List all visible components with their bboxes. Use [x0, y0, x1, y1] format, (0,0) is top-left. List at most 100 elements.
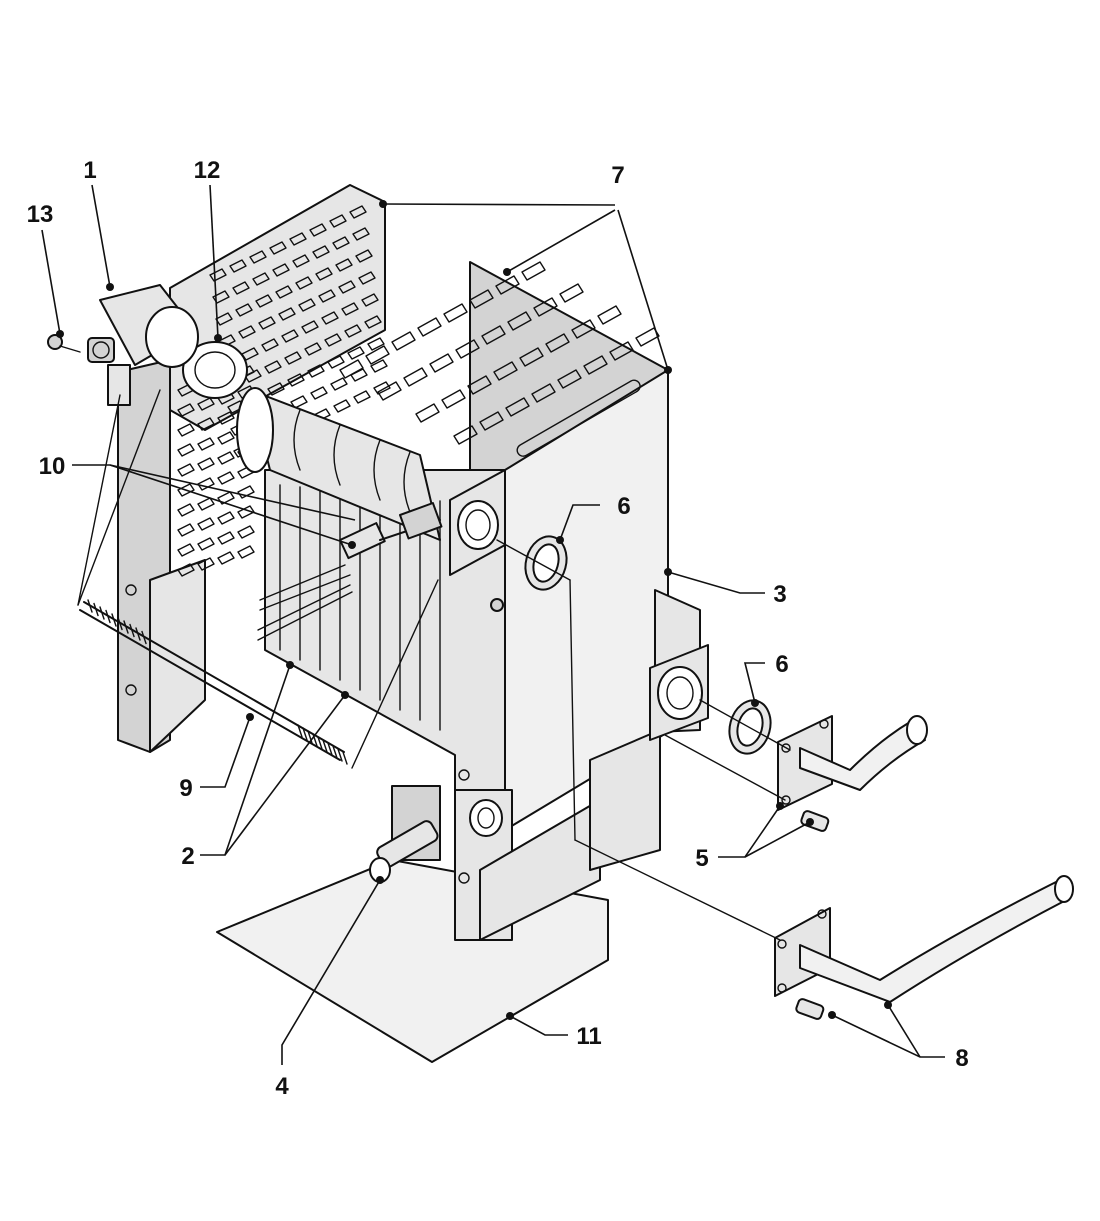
fin: [255, 294, 273, 308]
fin: [217, 431, 235, 445]
fin: [261, 338, 279, 352]
fin: [365, 345, 390, 365]
fin: [237, 525, 255, 539]
burner-tube: [182, 341, 441, 541]
fin: [197, 417, 215, 431]
fin: [321, 311, 339, 325]
fin: [533, 297, 558, 317]
callout-9: 9: [179, 775, 192, 802]
fin: [275, 285, 293, 299]
fin: [364, 315, 382, 329]
upper-pipe: [777, 715, 928, 832]
fin: [217, 551, 235, 565]
fin: [417, 317, 442, 337]
top-fin-rows: [339, 261, 660, 445]
fin: [358, 271, 376, 285]
fin: [310, 386, 328, 400]
fin: [287, 373, 305, 387]
fin: [347, 346, 365, 360]
fin: [339, 359, 364, 379]
fin: [217, 411, 235, 425]
fin: [583, 355, 608, 375]
fin: [341, 302, 359, 316]
fin: [443, 303, 468, 323]
callout-4: 4: [275, 1073, 289, 1100]
fin: [481, 325, 506, 345]
fin: [177, 503, 195, 517]
fin: [505, 397, 530, 417]
fin: [197, 557, 215, 571]
fin: [545, 333, 570, 353]
fin: [312, 245, 330, 259]
fin: [327, 355, 345, 369]
fin: [367, 337, 385, 351]
fin: [355, 249, 373, 263]
fin: [215, 312, 233, 326]
fin: [237, 485, 255, 499]
fin: [269, 241, 287, 255]
callout-10: 10: [39, 453, 66, 480]
fin: [333, 399, 351, 413]
fin: [301, 320, 319, 334]
fin: [177, 523, 195, 537]
fin: [519, 347, 544, 367]
fin: [344, 324, 362, 338]
fin: [349, 205, 367, 219]
front-section: [264, 261, 701, 941]
explosion-lines: [77, 389, 791, 941]
fin: [197, 457, 215, 471]
fin: [177, 463, 195, 477]
fin: [177, 543, 195, 557]
fin: [307, 364, 325, 378]
fin: [197, 537, 215, 551]
leader-lines: [41, 184, 945, 1065]
fin: [249, 250, 267, 264]
fin: [177, 483, 195, 497]
fin: [507, 311, 532, 331]
fin: [324, 333, 342, 347]
callout-12: 12: [194, 157, 221, 184]
fin: [531, 383, 556, 403]
callout-1: 1: [83, 157, 96, 184]
fin: [281, 329, 299, 343]
fin: [479, 411, 504, 431]
fin: [318, 289, 336, 303]
fin: [237, 545, 255, 559]
fin: [197, 397, 215, 411]
fin: [373, 381, 391, 395]
fin: [429, 353, 454, 373]
fin: [197, 477, 215, 491]
fin: [289, 232, 307, 246]
fin: [415, 403, 440, 423]
fin: [229, 259, 247, 273]
fin: [403, 367, 428, 387]
fastener-13: [47, 334, 81, 353]
fin: [209, 268, 227, 282]
callout-6-lower: 6: [775, 651, 788, 678]
fin: [197, 497, 215, 511]
fin: [309, 223, 327, 237]
fin: [264, 360, 282, 374]
callout-3: 3: [773, 581, 786, 608]
callout-7: 7: [611, 162, 624, 189]
fin: [298, 298, 316, 312]
fin: [467, 375, 492, 395]
rear-fin-grid: [209, 205, 391, 458]
fin: [453, 425, 478, 445]
fin: [597, 305, 622, 325]
lower-pipe: [774, 875, 1074, 1020]
callout-8: 8: [955, 1045, 968, 1072]
fin: [177, 423, 195, 437]
fin: [284, 351, 302, 365]
fin: [292, 254, 310, 268]
fin: [197, 517, 215, 531]
fin: [217, 471, 235, 485]
fin: [493, 361, 518, 381]
fin: [455, 339, 480, 359]
probe-assembly: [257, 502, 443, 641]
fin: [217, 451, 235, 465]
fin: [217, 511, 235, 525]
fin: [177, 563, 195, 577]
